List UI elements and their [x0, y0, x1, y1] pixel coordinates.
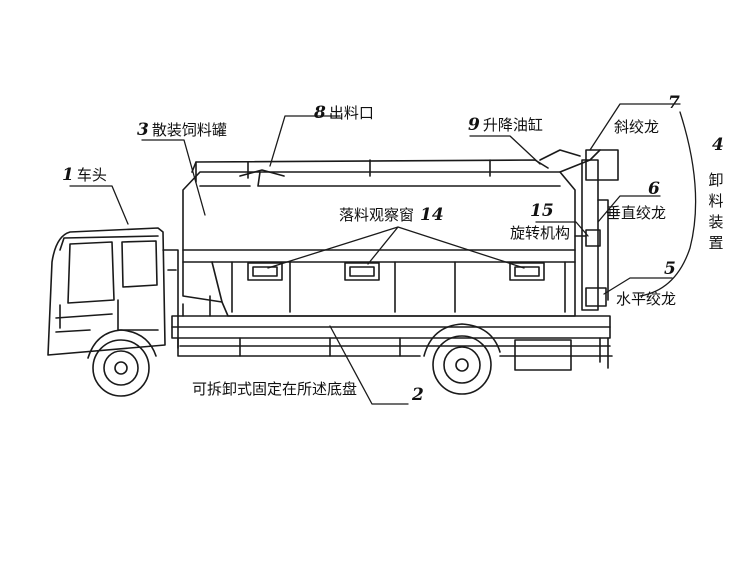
unloading-mechanism: [539, 149, 619, 311]
label-number: 6: [648, 179, 660, 199]
rear-wheel: [423, 323, 501, 395]
label-text: 落料观察窗: [339, 206, 415, 224]
label-text: 升降油缸: [482, 116, 543, 134]
label-number: 15: [530, 201, 554, 221]
label-horizontal-number: 5: [664, 260, 679, 278]
label-number: 14: [420, 205, 444, 225]
label-text: 旋转机构: [510, 224, 571, 242]
label-number: 1: [62, 165, 74, 185]
label-inclined-number: 7: [668, 94, 683, 112]
label-rotation-text: 旋转机构: [510, 224, 570, 242]
label-rotation-number: 15: [530, 202, 557, 220]
label-number: 2: [412, 385, 424, 405]
chassis-frame: [171, 295, 613, 371]
label-text: 垂直绞龙: [606, 204, 667, 222]
front-wheel: [87, 329, 157, 397]
label-chassis-text: 可拆卸式固定在所述底盘: [192, 380, 357, 398]
label-number: 9: [468, 115, 480, 135]
label-text: 散装饲料罐: [151, 121, 227, 139]
label-windows: 落料观察窗 14: [339, 206, 447, 224]
top-rail: [191, 159, 549, 183]
label-number: 8: [314, 103, 326, 123]
label-text: 车头: [76, 166, 107, 184]
label-vertical-number: 6: [648, 180, 663, 198]
label-number: 5: [664, 259, 676, 279]
label-text: 水平绞龙: [616, 290, 677, 308]
label-vertical-text: 垂直绞龙: [606, 204, 666, 222]
label-inclined-text: 斜绞龙: [614, 118, 659, 136]
label-text: 斜绞龙: [614, 118, 660, 136]
cab-outline: [47, 227, 179, 356]
label-number: 4: [712, 135, 724, 155]
label-text: 出料口: [328, 104, 374, 122]
label-number: 3: [137, 120, 149, 140]
tank-body: [182, 171, 576, 317]
label-horizontal-text: 水平绞龙: [616, 290, 676, 308]
label-chassis-number: 2: [412, 386, 427, 404]
leader-lines: [69, 103, 697, 405]
observation-windows: [247, 262, 545, 281]
label-unloading-number: 4: [712, 136, 727, 154]
label-number: 7: [668, 93, 680, 113]
label-text: 可拆卸式固定在所述底盘: [192, 380, 358, 398]
label-unloading-text: 卸料装置: [708, 171, 724, 252]
